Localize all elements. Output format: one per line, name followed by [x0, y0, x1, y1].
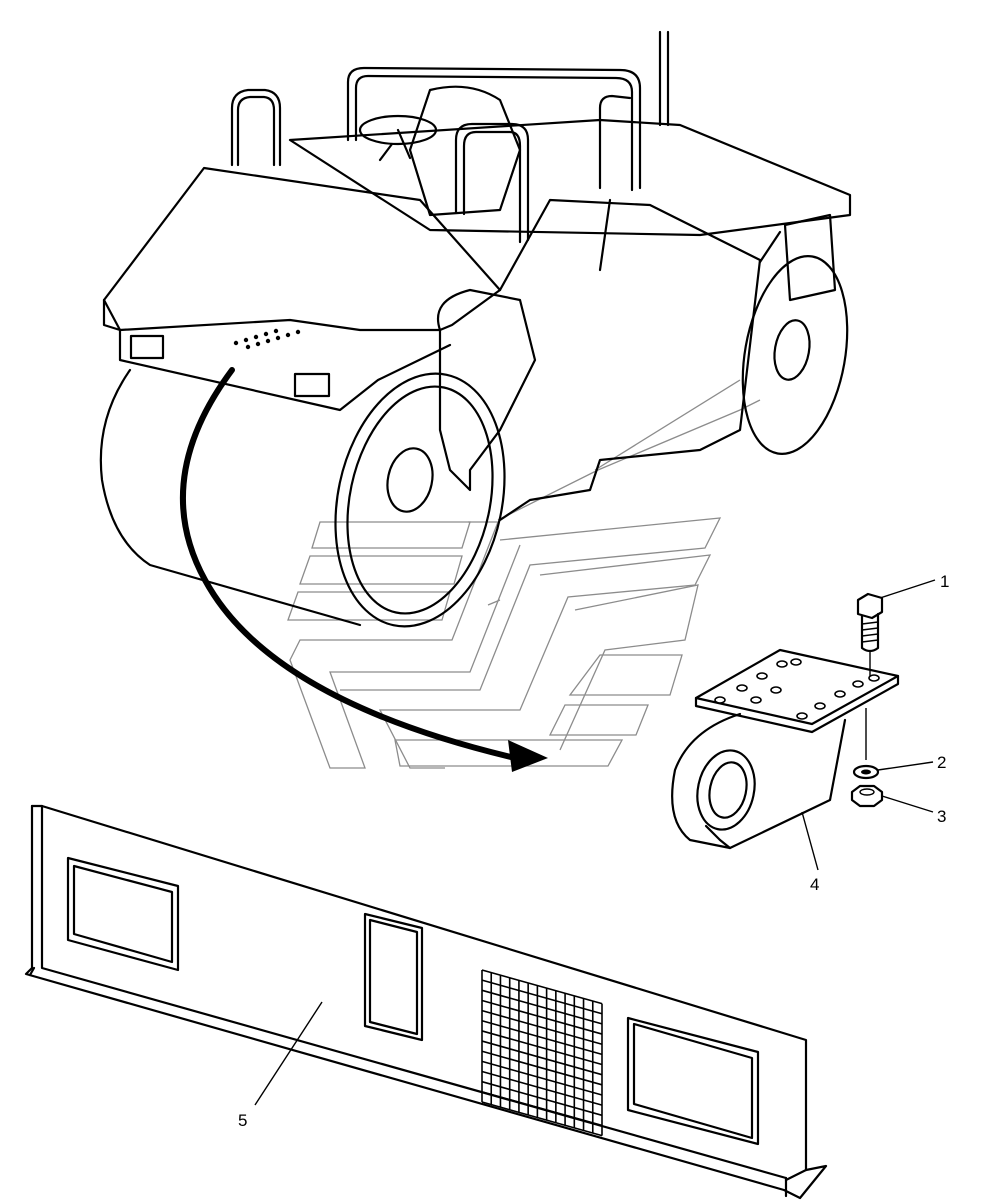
- callout-4: 4: [810, 875, 819, 894]
- bumper-panel-part: [24, 804, 828, 1200]
- mesh-line-h: [481, 1080, 603, 1117]
- leader-4: [801, 811, 819, 871]
- callout-5: 5: [238, 1111, 247, 1130]
- mesh-line-h: [481, 989, 603, 1025]
- mesh-line-h: [481, 1009, 603, 1045]
- bumper-holes: [233, 328, 301, 350]
- mesh-line-h: [481, 1019, 603, 1056]
- callout-3: 3: [937, 807, 946, 826]
- bolt-part: [856, 592, 884, 678]
- grille-mesh: [481, 969, 603, 1137]
- leader-1: [879, 579, 936, 599]
- mesh-line-h: [481, 1060, 603, 1096]
- mesh-line-h: [481, 1101, 603, 1137]
- assembly-arrow: [180, 367, 548, 772]
- leader-2: [877, 761, 934, 771]
- mesh-line-h: [481, 1040, 603, 1076]
- leader-5: [254, 1001, 323, 1106]
- mesh-line-h: [481, 1070, 603, 1106]
- washer-part: [852, 764, 880, 780]
- mesh-line-h: [481, 1091, 603, 1127]
- bracket-part: [671, 648, 900, 850]
- mesh-line-h: [481, 1050, 603, 1086]
- mesh-line-h: [481, 969, 603, 1005]
- callout-2: 2: [937, 753, 946, 772]
- callout-1: 1: [940, 572, 949, 591]
- leader-lines: [254, 579, 936, 1106]
- leader-3: [881, 795, 934, 813]
- nut-part: [850, 784, 884, 808]
- mesh-line-h: [481, 999, 603, 1035]
- mesh-line-h: [481, 1030, 603, 1066]
- mesh-line-h: [481, 979, 603, 1015]
- roller-machine: [99, 30, 852, 628]
